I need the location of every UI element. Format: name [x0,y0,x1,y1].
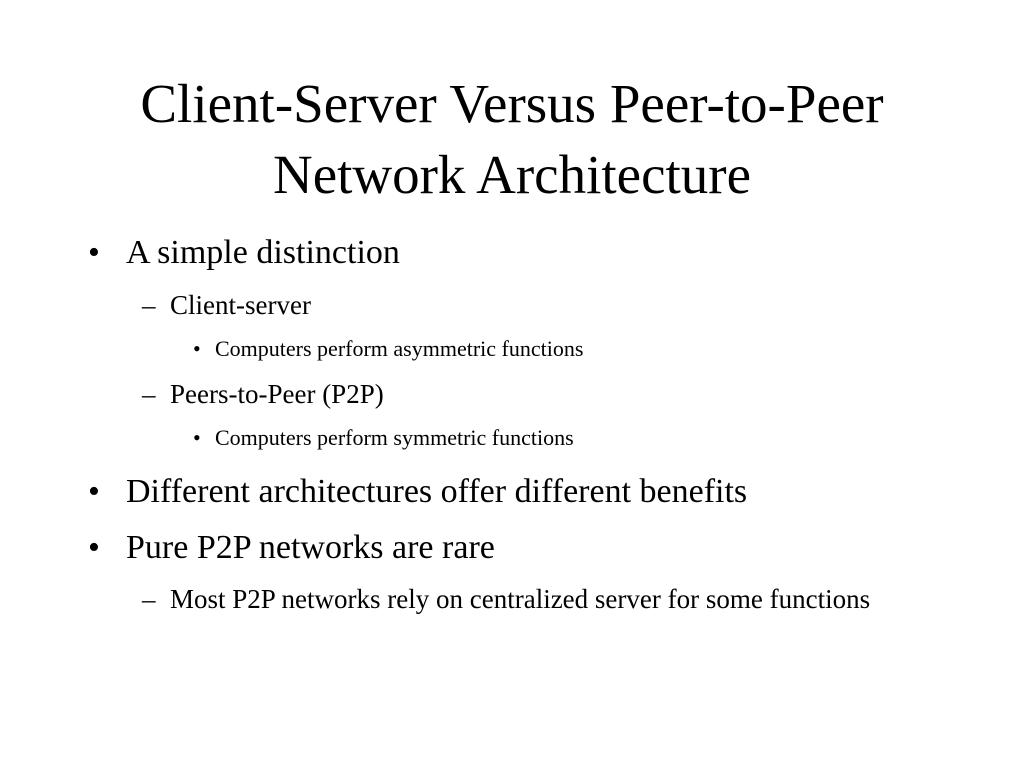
dash-marker: – [142,290,156,320]
sub-bullet-text: Peers-to-Peer (P2P) [170,379,384,409]
bullet-marker: • [88,473,100,510]
sub-bullet-text: Most P2P networks rely on centralized se… [170,584,871,614]
bullet-marker: • [88,529,100,566]
slide-title: Client-Server Versus Peer-to-Peer Networ… [40,68,984,210]
bullet-marker: • [193,425,201,450]
bullet-marker: • [88,234,100,271]
slide-title-line-1: Client-Server Versus Peer-to-Peer [140,73,884,134]
detail-bullet-text: Computers perform asymmetric functions [215,336,584,361]
dash-marker: – [142,584,156,614]
detail-bullet-text: Computers perform symmetric functions [215,425,574,450]
bullet-text: Pure P2P networks are rare [126,529,495,566]
dash-marker: – [142,379,156,409]
bullet-text: Different architectures offer different … [126,473,748,510]
slide-title-line-2: Network Architecture [272,144,751,205]
bullet-text: A simple distinction [126,234,400,271]
sub-bullet-text: Client-server [170,290,311,320]
bullet-marker: • [193,336,201,361]
